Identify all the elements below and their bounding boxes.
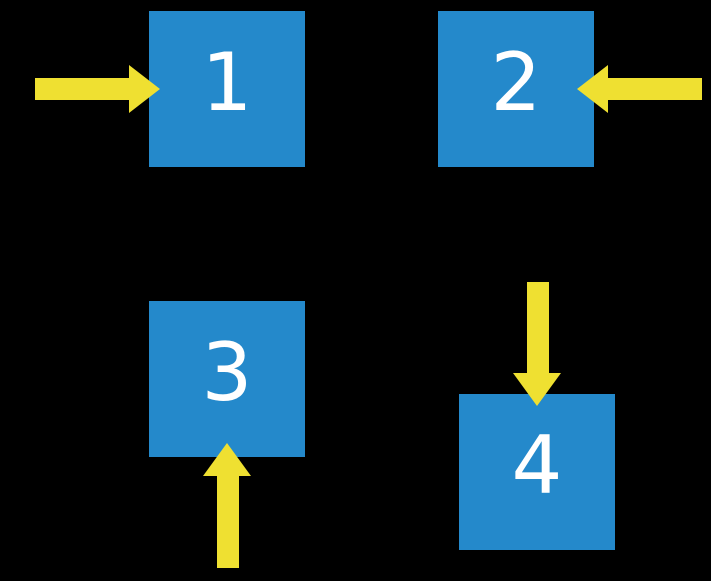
arrow-up-into-box-3	[203, 443, 252, 568]
box-2[interactable]: 2	[438, 11, 594, 167]
arrow-shaft	[608, 78, 702, 100]
box-3-label: 3	[201, 326, 253, 419]
box-4[interactable]: 4	[459, 394, 615, 550]
arrow-left-into-box-2	[577, 65, 702, 113]
arrow-head	[129, 65, 160, 113]
box-1[interactable]: 1	[149, 11, 305, 167]
arrow-head	[203, 443, 251, 476]
box-1-label: 1	[201, 36, 253, 129]
arrow-right-into-box-1	[35, 65, 160, 113]
arrow-down-into-box-4	[513, 282, 562, 406]
arrow-head	[513, 373, 561, 406]
box-2-label: 2	[490, 36, 542, 129]
box-4-label: 4	[511, 419, 563, 512]
arrow-shaft	[217, 475, 239, 568]
box-3[interactable]: 3	[149, 301, 305, 457]
arrow-shaft	[527, 282, 549, 374]
arrow-head	[577, 65, 608, 113]
arrow-shaft	[35, 78, 129, 100]
